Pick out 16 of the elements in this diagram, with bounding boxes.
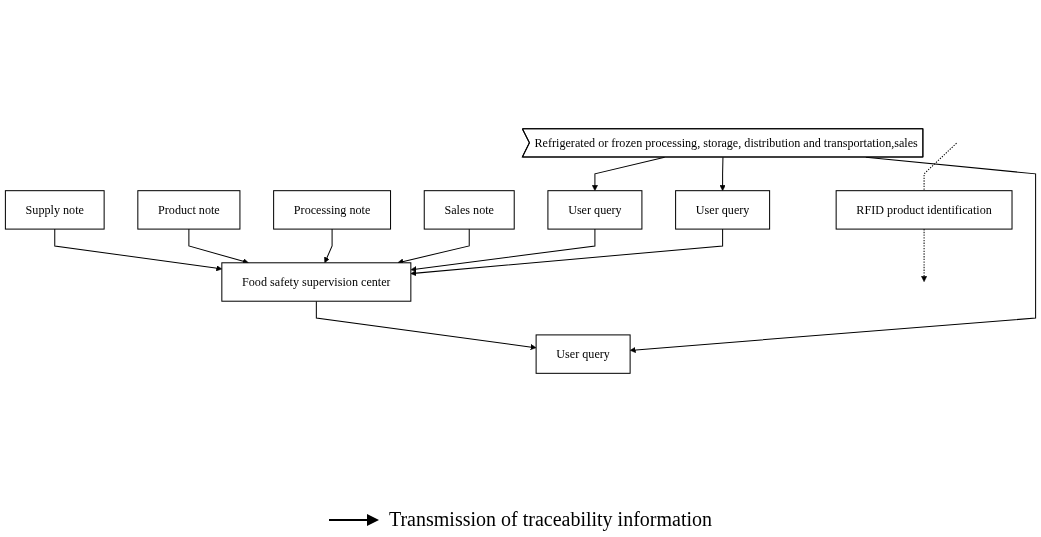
arrow [324,228,333,264]
node-box: User query [535,334,631,374]
node-box: User query [547,190,643,230]
node-box: Product note [137,190,241,230]
node-box: User query [675,190,771,230]
node-box: RFID product identification [835,190,1013,230]
arrow [315,300,537,350]
connector [923,142,958,192]
node-box: Supply note [4,190,105,230]
arrow [410,228,724,277]
arrow [719,156,726,191]
node-box: Sales note [423,190,515,230]
arrow [410,228,596,272]
node-box: Processing note [273,190,392,230]
legend-text: Transmission of traceability information [388,508,713,531]
node-box: Food safety supervision center [221,262,412,302]
